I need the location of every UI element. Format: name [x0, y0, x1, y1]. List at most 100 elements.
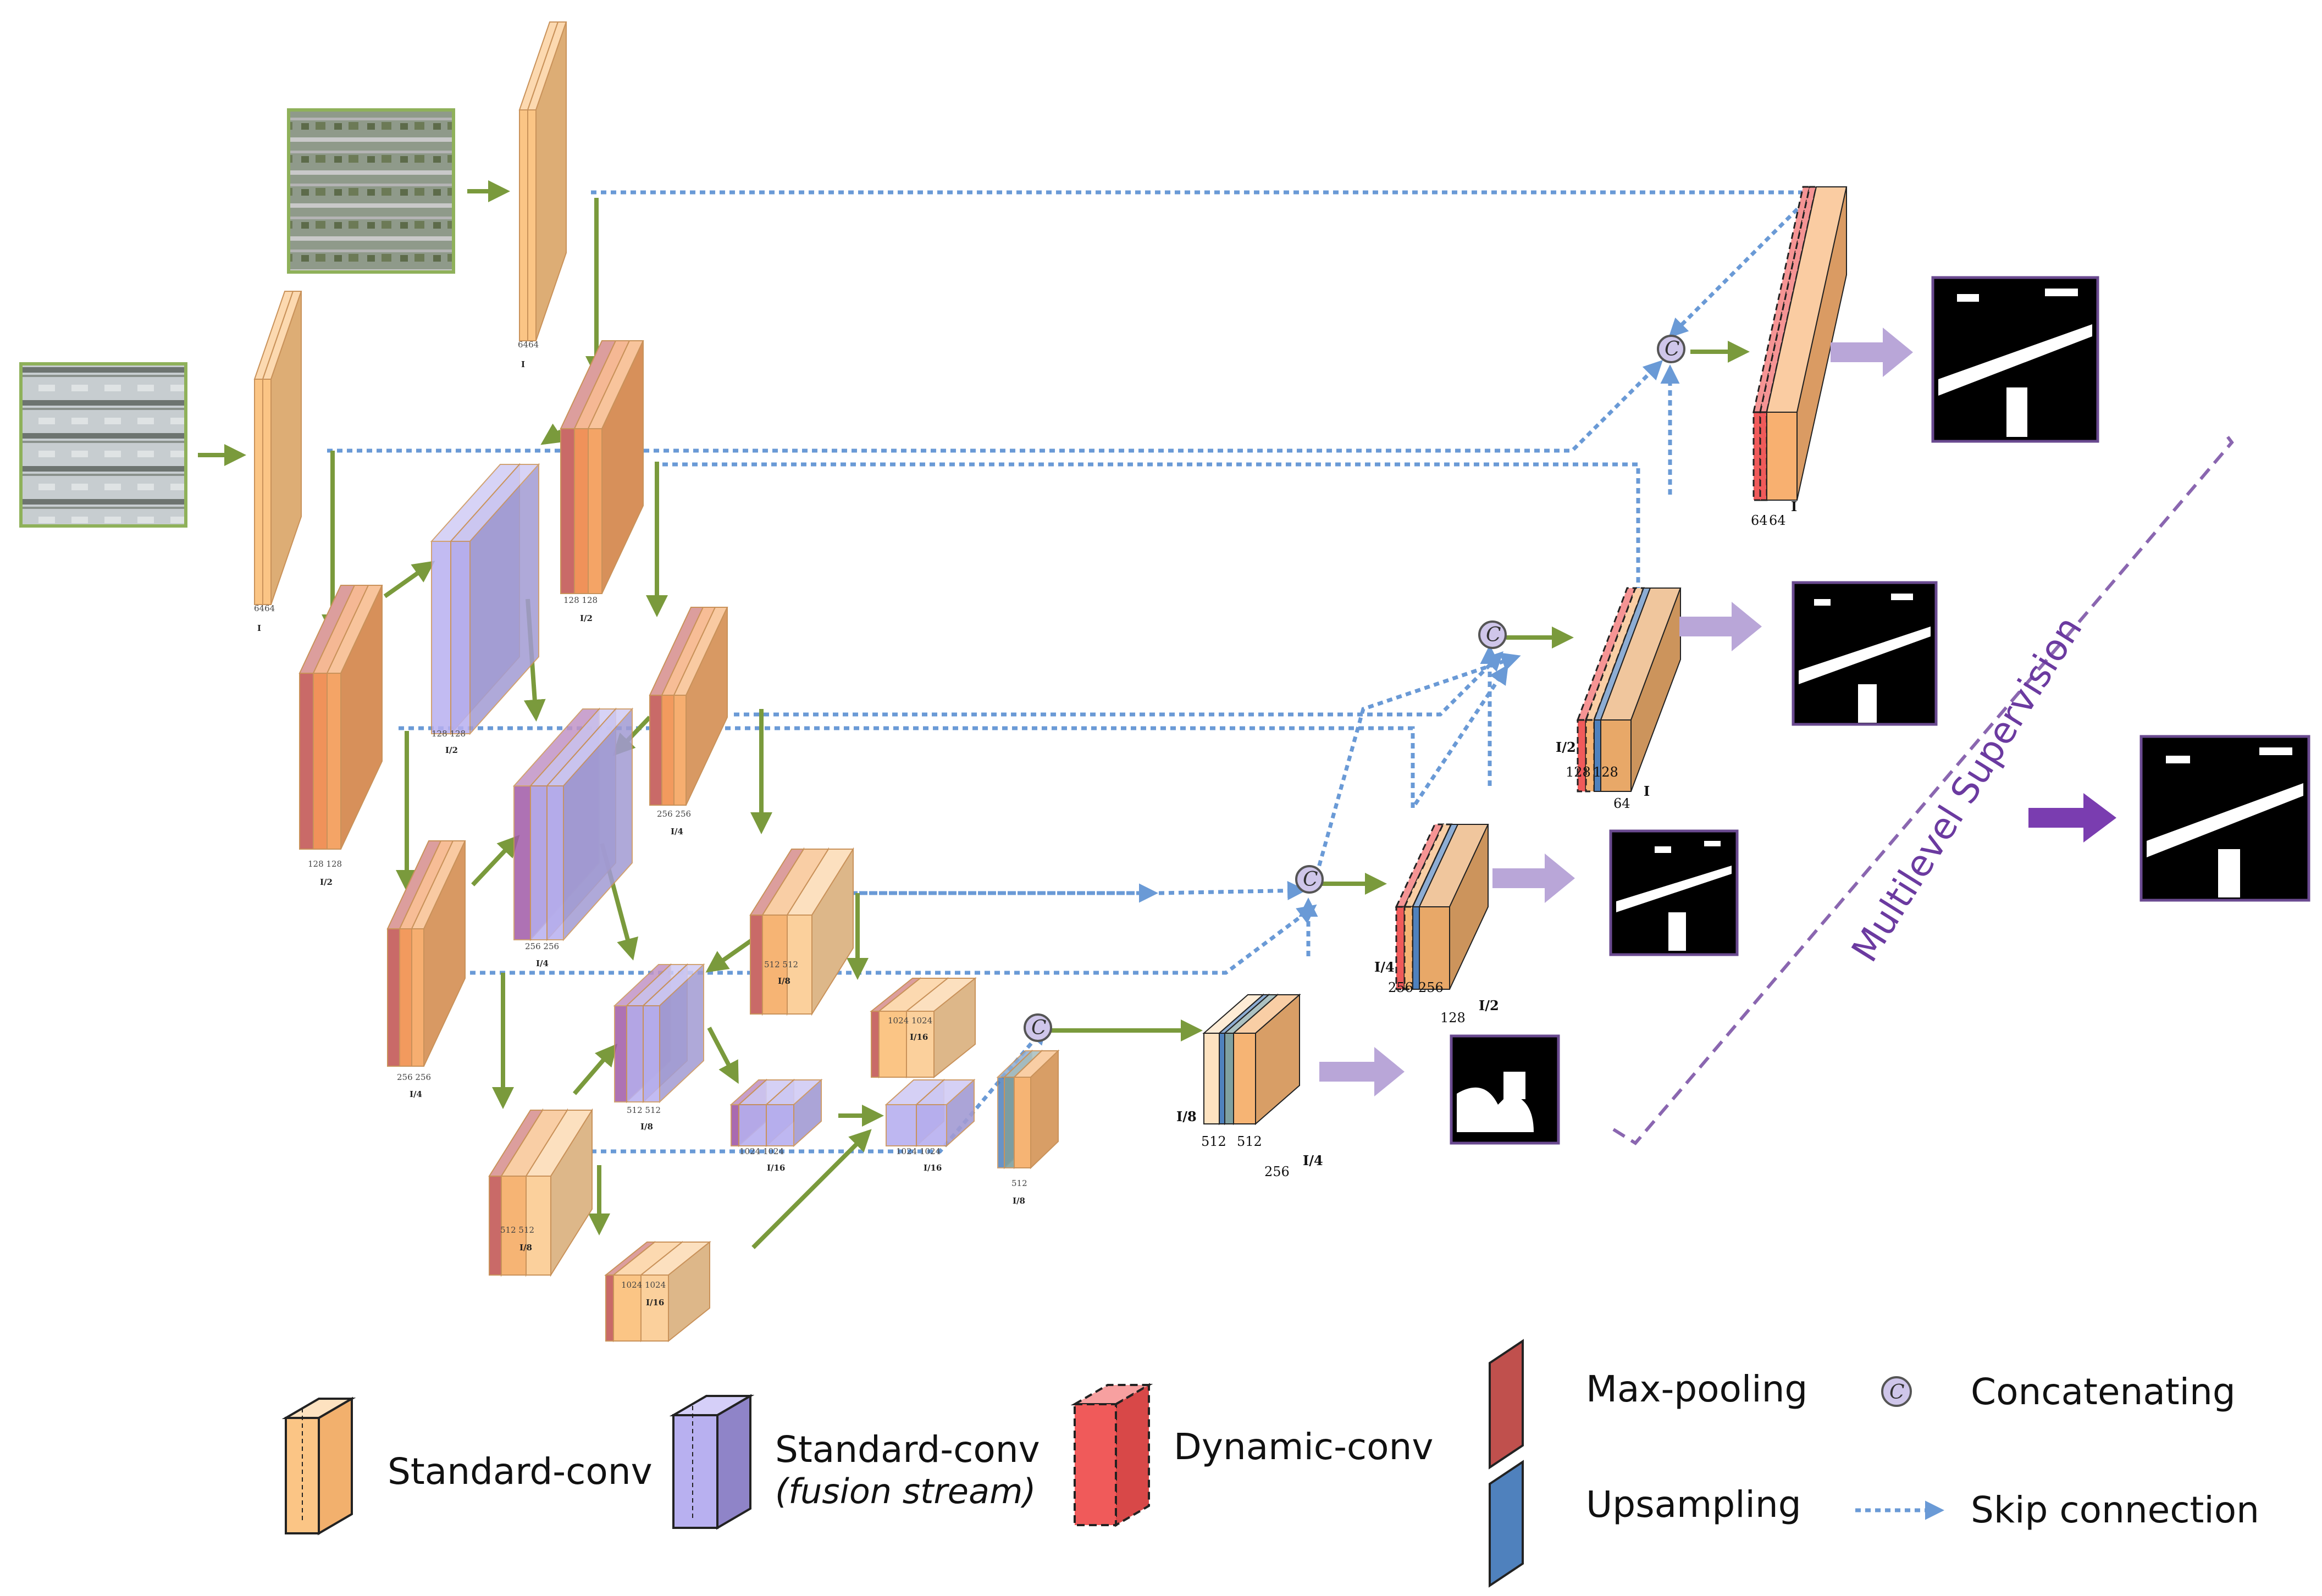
supervision-arrow-1: [1319, 1047, 1405, 1096]
dims-label-top-quarter: 256 256: [657, 809, 691, 819]
skip-bottom-half: [399, 664, 1508, 814]
legend-dynamic-conv-swatch: [1070, 1383, 1153, 1527]
dims-label-top-eighth: 512 512: [764, 960, 798, 969]
output-map-4: [1931, 276, 2099, 443]
multilevel-bracket: [1612, 430, 2234, 1145]
arrow-bottom-to-bridge: [751, 1129, 872, 1249]
fusion-half-conv-slab-2: [449, 463, 540, 735]
concat-node-3: C: [1478, 620, 1507, 649]
decoder-quarter-dims-b: 256: [1418, 980, 1444, 995]
decoder-eighth-dims-a: 512: [1201, 1134, 1226, 1149]
top-input-conv-slab-2: [527, 21, 567, 341]
res-label-fusion-sixteenth: I/16: [767, 1163, 785, 1173]
fusion-bridge-conv-slab-2: [915, 1078, 976, 1148]
res-label-top-stream-in: I: [521, 359, 525, 369]
arrow-top-to-fusion-1: [540, 423, 565, 445]
res-label-bottom-eighth: I/8: [519, 1243, 532, 1253]
res-label-fusion-bridge: I/16: [924, 1163, 942, 1173]
decoder-eighth-res-out: I/4: [1303, 1152, 1323, 1168]
arrow-fusion-down-3: [707, 1027, 739, 1084]
decoder-half-dims-a: 128: [1566, 764, 1591, 780]
top-quarter-conv-slab-3: [673, 607, 728, 806]
top-eighth-conv-slab-3: [786, 847, 854, 1016]
dims-label-bottom-quarter: 256 256: [397, 1072, 431, 1082]
dims-label-fusion-bridge: 1024 1024: [896, 1146, 941, 1156]
legend-upsampling-label: Upsampling: [1586, 1483, 1801, 1526]
legend-concat-swatch: C: [1881, 1376, 1912, 1407]
legend-skip-label: Skip connection: [1971, 1489, 2259, 1531]
legend-fusion-conv-swatch: [669, 1394, 755, 1530]
output-map-2: [1609, 829, 1739, 956]
res-label-bottom-sixteenth: I/16: [646, 1298, 664, 1307]
dims-label-fusion-half: 128 128: [432, 729, 466, 739]
decoder-full-res-out: I: [1791, 498, 1797, 514]
dims-label-bottom-eighth: 512 512: [500, 1225, 534, 1235]
output-map-1: [1450, 1034, 1560, 1145]
concat-node-4-symbol: C: [1665, 338, 1680, 361]
legend-standard-conv-swatch: [281, 1396, 356, 1536]
decoder-eighth-slab-4: [1232, 993, 1301, 1126]
decoder-eighth-dims-b: 512: [1237, 1134, 1262, 1149]
arrow-bottom-to-fusion-1: [383, 561, 435, 598]
decoder-half-dims-b: 128: [1593, 764, 1618, 780]
bottom-half-conv-slab-3: [326, 585, 383, 850]
dims-label-bottom-stream-in: 6464: [254, 603, 275, 613]
supervision-arrow-2: [1492, 854, 1575, 903]
legend-upsampling-swatch: [1489, 1460, 1524, 1588]
decoder-half-res-out: I: [1644, 783, 1650, 799]
legend-fusion-conv-label: Standard-conv: [775, 1428, 1040, 1471]
decoder-half-slab-4: [1600, 588, 1682, 792]
dims-label-fusion-sixteenth: 1024 1024: [739, 1146, 784, 1156]
res-label-top-quarter: I/4: [671, 827, 683, 836]
upsample-eighth-conv-slab-3: [1013, 1049, 1060, 1170]
concat-node-4: C: [1657, 335, 1685, 363]
decoder-half-res-in: I/2: [1556, 739, 1576, 755]
decoder-quarter-res-in: I/4: [1374, 959, 1395, 975]
legend-fusion-conv-sublabel: (fusion stream): [775, 1471, 1036, 1511]
legend-max-pooling-label: Max-pooling: [1586, 1368, 1807, 1410]
dims-label-up-eighth: 512: [1011, 1178, 1027, 1188]
res-label-bottom-half: I/2: [320, 877, 333, 887]
output-map-3: [1792, 581, 1938, 726]
decoder-quarter-dims-a: 256: [1388, 980, 1413, 995]
concat-node-2-symbol: C: [1303, 868, 1318, 891]
top-sixteenth-conv-slab-3: [905, 977, 977, 1079]
res-label-top-eighth: I/8: [778, 976, 790, 986]
final-output-map: [2139, 735, 2310, 902]
decoder-half-dims-c: 64: [1613, 796, 1630, 811]
res-label-fusion-half: I/2: [445, 745, 458, 755]
decoder-full-slab-3: [1766, 186, 1848, 501]
legend-max-pooling-swatch: [1489, 1339, 1524, 1470]
res-label-fusion-quarter: I/4: [536, 958, 549, 968]
supervision-arrow-3: [1679, 602, 1762, 651]
skip-top-quarter: [852, 881, 1307, 901]
concat-node-1: C: [1024, 1013, 1052, 1042]
fusion-quarter-conv-slab-3: [545, 707, 634, 941]
bottom-eighth-conv-slab-3: [525, 1108, 593, 1277]
decoder-quarter-slab-4: [1418, 824, 1489, 990]
dims-label-bottom-half: 128 128: [308, 859, 342, 869]
bottom-sixteenth-conv-slab-3: [639, 1240, 711, 1343]
supervision-arrow-4: [1831, 328, 1913, 377]
decoder-quarter-res-out: I/2: [1479, 997, 1499, 1013]
skip-top-full: [591, 190, 1819, 338]
skip-top-half-a: [662, 462, 1648, 647]
skip-decoder-half-path: [1312, 652, 1521, 885]
decoder-eighth-res-in: I/8: [1176, 1109, 1197, 1124]
res-label-top-sixteenth: I/16: [910, 1032, 928, 1042]
dims-label-top-half: 128 128: [563, 595, 598, 605]
concat-node-2: C: [1295, 865, 1324, 894]
skip-top-half: [734, 651, 1503, 717]
res-label-bottom-quarter: I/4: [410, 1089, 422, 1099]
decoder-full-dims-a: 64: [1751, 513, 1768, 528]
arrow-bottom-to-fusion-3: [572, 1043, 618, 1095]
legend-concat-label: Concatenating: [1971, 1371, 2236, 1413]
skip-bottom-full: [327, 360, 1663, 453]
legend-concat-symbol: C: [1889, 1381, 1905, 1404]
dims-label-top-stream-in: 6464: [518, 340, 539, 350]
res-label-up-eighth: I/8: [1013, 1196, 1025, 1206]
decoder-eighth-dims-c: 256: [1264, 1164, 1290, 1179]
legend-dynamic-conv-label: Dynamic-conv: [1174, 1426, 1433, 1468]
res-label-fusion-eighth: I/8: [640, 1122, 653, 1132]
res-label-bottom-stream-in: I: [257, 623, 261, 633]
